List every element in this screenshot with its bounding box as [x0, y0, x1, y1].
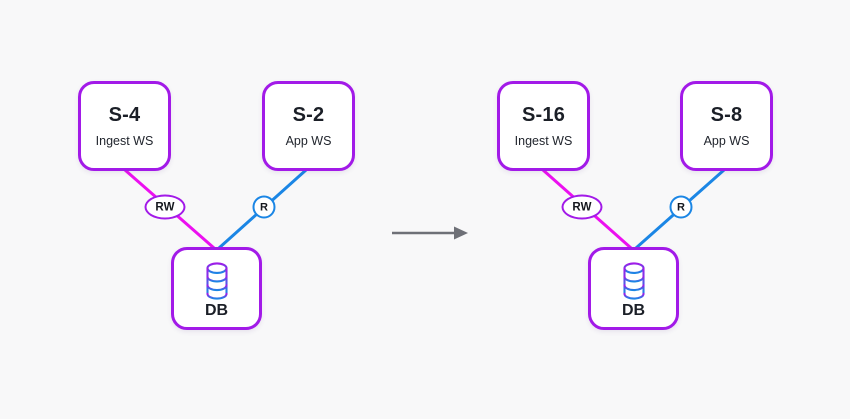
- database-icon: [622, 262, 645, 300]
- node-title: DB: [621, 302, 646, 319]
- node-subtitle: App WS: [703, 133, 750, 148]
- node-title: S-4: [108, 103, 141, 126]
- edge-label-r-before: R: [252, 195, 276, 219]
- edge-label-rw-before: RW: [144, 194, 186, 220]
- node-db-before: DB: [171, 247, 262, 330]
- node-title: S-2: [292, 103, 325, 126]
- node-subtitle: Ingest WS: [95, 133, 154, 148]
- edge-label-r-after: R: [669, 195, 693, 219]
- node-title: S-8: [710, 103, 743, 126]
- node-title: DB: [204, 302, 229, 319]
- node-db-after: DB: [588, 247, 679, 330]
- node-ingest-ws-after: S-16 Ingest WS: [497, 81, 590, 171]
- edge-label-rw-after: RW: [561, 194, 603, 220]
- database-icon: [205, 262, 228, 300]
- node-ingest-ws-before: S-4 Ingest WS: [78, 81, 171, 171]
- node-app-ws-after: S-8 App WS: [680, 81, 773, 171]
- node-subtitle: Ingest WS: [514, 133, 573, 148]
- right-arrow-icon: [392, 226, 468, 240]
- node-title: S-16: [521, 103, 566, 126]
- node-app-ws-before: S-2 App WS: [262, 81, 355, 171]
- node-subtitle: App WS: [285, 133, 332, 148]
